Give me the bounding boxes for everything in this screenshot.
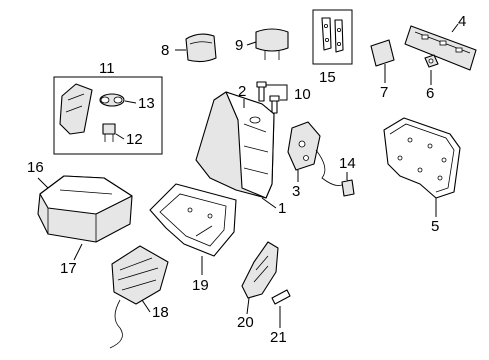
callout-14: 14 xyxy=(339,155,356,172)
part-19-seat-frame xyxy=(149,183,237,257)
part-11-armrest xyxy=(59,83,93,135)
part-11-box xyxy=(53,76,163,155)
part-15-box xyxy=(312,9,353,65)
callout-1: 1 xyxy=(278,200,286,217)
callout-11: 11 xyxy=(99,60,115,77)
part-18-heater-mat xyxy=(109,245,169,349)
callout-2: 2 xyxy=(238,83,246,100)
callout-9: 9 xyxy=(235,37,243,54)
part-9-headrest xyxy=(255,28,289,60)
part-15-bracket xyxy=(321,17,344,53)
callout-3: 3 xyxy=(292,183,300,200)
part-4-trim-panel xyxy=(404,25,477,71)
part-14-connector xyxy=(341,179,355,197)
part-16-seat-cushion xyxy=(37,175,133,243)
callout-5: 5 xyxy=(431,218,439,235)
callout-6: 6 xyxy=(426,85,434,102)
callout-13: 13 xyxy=(138,95,155,112)
part-5-back-panel xyxy=(383,117,461,199)
part-10-guides xyxy=(256,81,280,114)
part-12-latch xyxy=(102,123,116,142)
callout-18: 18 xyxy=(152,304,169,321)
callout-10: 10 xyxy=(294,86,311,103)
callout-17: 17 xyxy=(60,260,77,277)
callout-12: 12 xyxy=(126,131,143,148)
part-20-side-shield xyxy=(241,241,279,299)
part-13-cupholder xyxy=(99,93,125,107)
callout-21: 21 xyxy=(270,329,287,346)
part-21-cover xyxy=(271,289,291,305)
callout-4: 4 xyxy=(458,13,466,30)
part-8-headrest-pad xyxy=(185,33,217,63)
callout-16: 16 xyxy=(27,159,44,176)
part-7-pad xyxy=(370,39,395,67)
part-3-recliner xyxy=(287,121,349,186)
callout-8: 8 xyxy=(161,42,169,59)
part-1-seat-back xyxy=(195,91,275,199)
callout-20: 20 xyxy=(237,314,254,331)
callout-15: 15 xyxy=(319,69,336,86)
callout-19: 19 xyxy=(192,277,209,294)
callout-7: 7 xyxy=(380,84,388,101)
part-6-clip xyxy=(424,54,439,68)
